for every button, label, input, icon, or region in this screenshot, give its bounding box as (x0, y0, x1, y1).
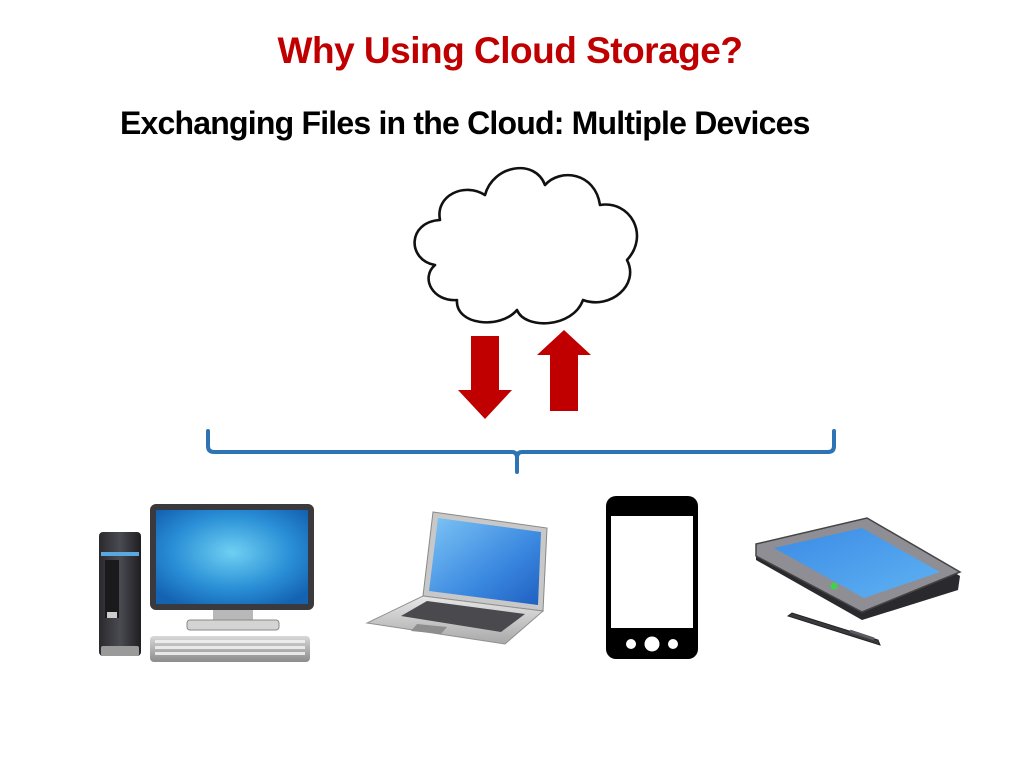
slide-title: Why Using Cloud Storage? (0, 30, 1024, 72)
tablet-icon (755, 517, 962, 646)
laptop-icon (365, 511, 548, 645)
smartphone-icon (606, 496, 698, 659)
slide-subtitle: Exchanging Files in the Cloud: Multiple … (120, 105, 810, 141)
slide-title-text: Why Using Cloud Storage? (277, 30, 743, 71)
arrow-down-icon (458, 336, 512, 419)
desktop-computer-icon (99, 504, 314, 662)
cloud-icon (413, 166, 639, 325)
curly-bracket (206, 429, 836, 474)
arrow-up-icon (537, 330, 591, 411)
